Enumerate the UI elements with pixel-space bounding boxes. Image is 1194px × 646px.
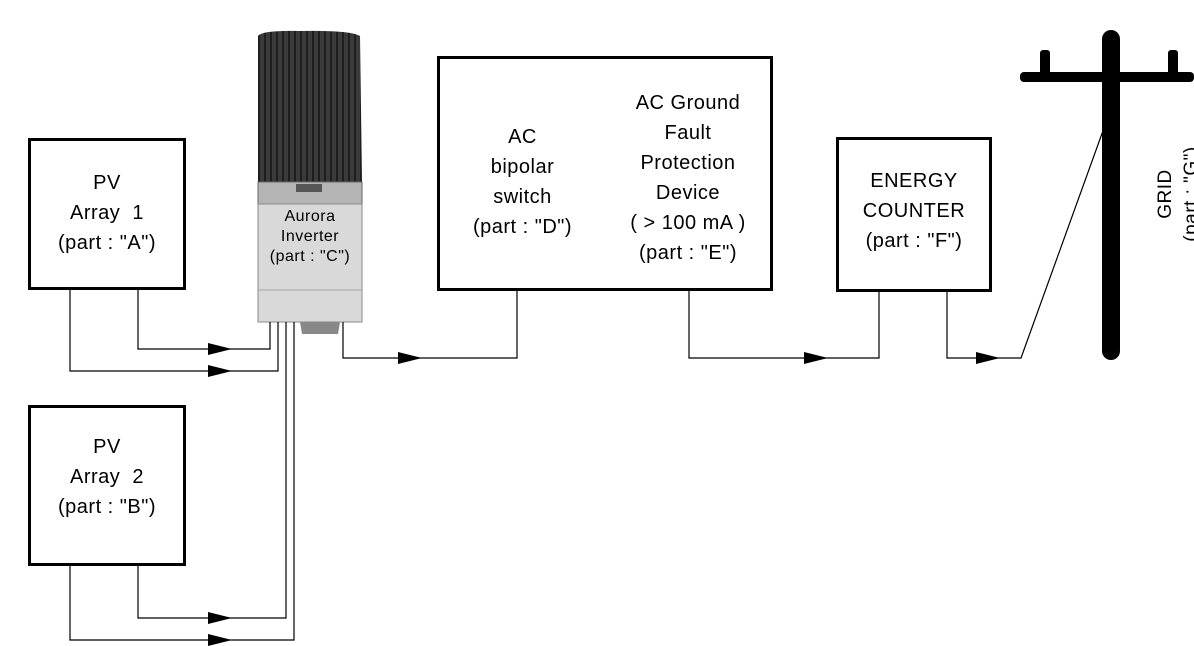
grid-pole [1020,30,1194,360]
inverter-bottom-connectors [300,322,340,334]
ac-switch-label: AC bipolar switch (part : "D") [472,126,573,238]
energy-counter-box [836,137,992,292]
arrow-inverter-switch [398,352,422,364]
ground-fault-label: AC Ground Fault Protection Device ( > 10… [630,92,746,264]
pv-array-1-label: PV Array 1 (part : "A") [58,172,156,254]
wire-a2 [69,290,279,372]
pv-array-2-label: PV Array 2 (part : "B") [58,436,156,518]
wire-b2 [69,322,295,641]
grid-label: GRID (part : "G") [1155,146,1194,242]
inverter-heatsink [258,30,362,182]
inverter-device [257,30,363,334]
wire-a1 [137,290,271,350]
pole-post [1102,30,1120,360]
pv-array-1-box [28,138,186,290]
arrow-a2 [208,365,232,377]
inverter-label: Aurora Inverter (part : "C") [269,208,351,265]
arrowheads [208,343,1000,646]
pv-array-2-box [28,405,186,566]
arrow-b1 [208,612,232,624]
insulator-left [1040,50,1050,80]
ac-switch-and-fault-box [437,56,773,291]
inverter-body [257,203,363,323]
pole-crossarm [1020,72,1194,82]
energy-counter-label: ENERGY COUNTER (part : "F") [862,170,966,252]
arrow-switch-counter [804,352,828,364]
wire-inverter-switch [342,290,518,359]
arrow-counter-grid [976,352,1000,364]
insulator-right [1168,50,1178,80]
wire-switch-counter [688,290,880,359]
inverter-display [296,184,322,192]
arrow-a1 [208,343,232,355]
arrow-b2 [208,634,232,646]
